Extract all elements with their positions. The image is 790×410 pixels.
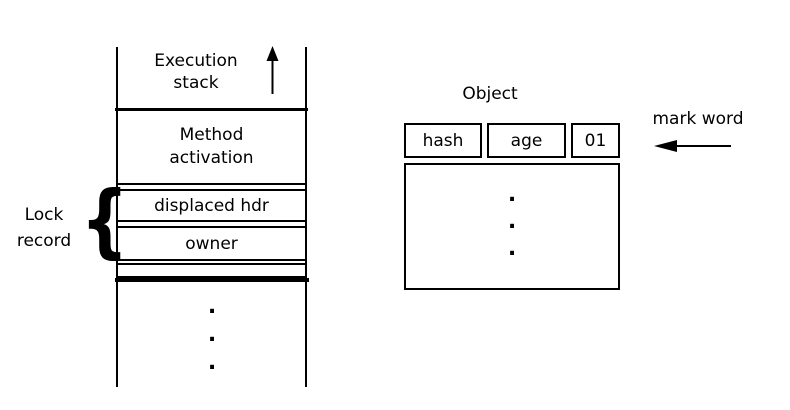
stack-title-line1: Execution bbox=[154, 51, 238, 71]
mark-word-label: mark word bbox=[652, 109, 744, 129]
stack-growth-up-arrow-icon bbox=[266, 46, 279, 94]
owner-label: owner bbox=[185, 233, 238, 254]
displaced-hdr-label: displaced hdr bbox=[154, 195, 269, 216]
stack-ellipsis-dot: . bbox=[207, 350, 217, 375]
stack-ellipsis-dot: . bbox=[207, 294, 217, 319]
tag-bits-label: 01 bbox=[584, 130, 607, 151]
lock-record-label: Lock record bbox=[8, 202, 80, 254]
stack-title: Execution stack bbox=[136, 50, 256, 94]
stack-bottom-thick-divider bbox=[115, 278, 309, 282]
object-title: Object bbox=[462, 84, 518, 104]
age-label: age bbox=[510, 130, 543, 151]
object-hash-cell: hash bbox=[404, 123, 482, 158]
object-age-cell: age bbox=[487, 123, 566, 158]
method-activation-label: Method activation bbox=[116, 124, 307, 170]
owner-cell: owner bbox=[116, 226, 307, 261]
displaced-hdr-cell: displaced hdr bbox=[116, 189, 307, 222]
object-ellipsis-dot: . bbox=[507, 182, 517, 207]
object-ellipsis-dot: . bbox=[507, 236, 517, 261]
method-activation-divider bbox=[116, 183, 307, 185]
hash-label: hash bbox=[422, 130, 464, 151]
stack-title-line2: stack bbox=[173, 73, 219, 93]
lock-record-brace: { bbox=[80, 174, 129, 267]
empty-stack-cell bbox=[116, 263, 307, 278]
object-tag-bits-cell: 01 bbox=[571, 123, 620, 158]
stack-ellipsis-dot: . bbox=[207, 322, 217, 347]
lock-record-label-line2: record bbox=[16, 231, 72, 251]
mark-word-left-arrow-icon bbox=[654, 140, 731, 152]
method-activation-line2: activation bbox=[169, 148, 254, 168]
method-activation-line1: Method bbox=[179, 125, 244, 145]
object-ellipsis-dot: . bbox=[507, 209, 517, 234]
lock-record-label-line1: Lock bbox=[24, 205, 64, 225]
stack-top-thick-divider bbox=[115, 108, 308, 111]
object-body-box bbox=[404, 163, 620, 290]
